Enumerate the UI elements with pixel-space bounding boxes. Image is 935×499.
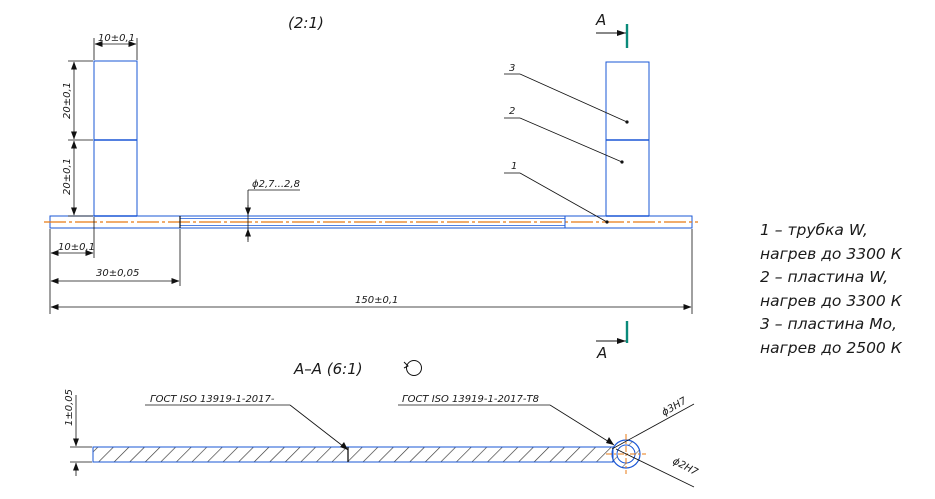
scale-label: (2:1) (288, 14, 324, 32)
fit-outer-label: ϕ3H7 (660, 395, 689, 418)
dim-length-150: 150±0,1 (355, 295, 398, 306)
legend-line-5: 3 – пластина Mo, (760, 315, 897, 333)
dim-thickness: 1±0,05 (64, 389, 75, 426)
callout-1: 1 (511, 161, 517, 172)
gost-label-right: ГОСТ ISO 13919-1-2017-Т8 (402, 394, 539, 405)
legend-line-4: нагрев до 3300 К (760, 291, 902, 310)
fit-inner-label: ϕ2H7 (671, 456, 700, 479)
section-title: A–A (6:1) (293, 360, 363, 378)
legend-line-3: 2 – пластина W, (760, 268, 889, 286)
dim-diameter-tube: ϕ2,7...2,8 (252, 179, 300, 190)
right-plate-bottom (605, 139, 650, 217)
section-mark-bottom: A (596, 344, 607, 362)
dim-width-10: 10±0,1 (98, 33, 135, 44)
section-mark-top: A (595, 11, 606, 29)
right-plate-top (605, 61, 650, 141)
dim-offset-10: 10±0,1 (58, 242, 95, 253)
gost-label-left: ГОСТ ISO 13919-1-2017- (150, 394, 275, 405)
dim-height-20-bottom: 20±0,1 (62, 158, 73, 195)
dim-height-20-top: 20±0,1 (62, 82, 73, 119)
left-plate-top (93, 60, 138, 141)
legend: 1 – трубка W, нагрев до 3300 К 2 – пласт… (760, 219, 930, 360)
left-plate-bottom (93, 139, 138, 217)
dim-offset-30: 30±0,05 (96, 268, 139, 279)
callout-3: 3 (509, 63, 515, 74)
main-view: 10±0,1 20±0,1 20±0,1 ϕ2,7...2,8 10±0,1 3… (44, 11, 698, 362)
section-plate (92, 446, 614, 463)
section-view: A–A (6:1) 1±0,05 ГОСТ ISO 13919-1-2017- … (64, 360, 700, 488)
legend-line-6: нагрев до 2500 К (760, 338, 902, 357)
callout-2: 2 (509, 106, 515, 117)
legend-line-1: 1 – трубка W, (760, 221, 868, 239)
rotation-icon (406, 360, 422, 376)
legend-line-2: нагрев до 3300 К (760, 244, 902, 263)
